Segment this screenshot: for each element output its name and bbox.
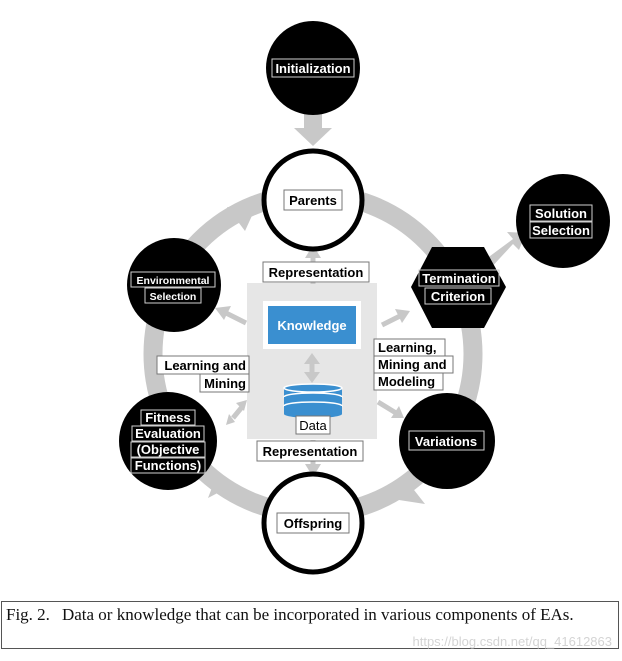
- evaluation-label: Evaluation: [135, 426, 201, 441]
- arrow-fitness-double: [226, 400, 247, 425]
- representation-bottom-label-group: Representation: [256, 440, 364, 462]
- learning-mining-left-group: Learning and Mining: [156, 355, 250, 393]
- offspring-label: Offspring: [284, 516, 343, 531]
- termination-criterion-node: Termination Criterion: [411, 247, 506, 328]
- learning-mining-modeling-right-group: Learning, Mining and Modeling: [373, 338, 454, 391]
- arrow-to-variations: [376, 399, 404, 418]
- learning-and-label: Learning and: [164, 358, 246, 373]
- fitness-label: Fitness: [145, 410, 191, 425]
- learning-comma-label: Learning,: [378, 340, 437, 355]
- mining-and-label: Mining and: [378, 357, 447, 372]
- objective-label: (Objective: [137, 442, 200, 457]
- caption-figure-number: Fig. 2.: [6, 605, 50, 624]
- knowledge-data-arrow-down: [304, 372, 320, 383]
- ring-arrow-upper-left: [227, 207, 255, 231]
- modeling-label: Modeling: [378, 374, 435, 389]
- figure-caption: Fig. 2. Data or knowledge that can be inc…: [1, 601, 619, 649]
- env-selection-label: Selection: [150, 291, 197, 303]
- database-icon: [283, 383, 343, 418]
- ea-knowledge-diagram: Knowledge Data: [119, 21, 610, 575]
- initialization-label: Initialization: [275, 61, 350, 76]
- ring-arrow-lower-right: [399, 481, 425, 504]
- parents-node: Parents: [261, 148, 365, 252]
- initialization-node: Initialization: [266, 21, 360, 115]
- offspring-node: Offspring: [261, 471, 365, 575]
- knowledge-data-arrow-up: [304, 353, 320, 364]
- solution-label: Solution: [535, 206, 587, 221]
- representation-top-label-group: Representation: [262, 261, 370, 283]
- solution-selection-node: Solution Selection: [516, 174, 610, 268]
- knowledge-label: Knowledge: [277, 318, 346, 333]
- representation-bottom-label: Representation: [263, 444, 358, 459]
- solution-arrow: [482, 232, 526, 271]
- caption-text: Data or knowledge that can be incorporat…: [61, 605, 574, 624]
- fitness-evaluation-node: Fitness Evaluation (Objective Functions): [119, 392, 217, 490]
- environmental-label: Environmental: [137, 275, 210, 287]
- ring-arrow-lower-left: [208, 472, 231, 498]
- arrow-to-termination: [380, 309, 410, 328]
- environmental-selection-node: Environmental Selection: [127, 238, 221, 332]
- functions-label: Functions): [135, 458, 201, 473]
- knowledge-box: [268, 306, 356, 344]
- termination-label: Termination: [422, 271, 495, 286]
- init-arrow-head: [294, 128, 332, 146]
- watermark: https://blog.csdn.net/qq_41612863: [412, 634, 613, 649]
- data-label: Data: [299, 418, 327, 433]
- parents-label: Parents: [289, 193, 337, 208]
- criterion-label: Criterion: [431, 289, 485, 304]
- variations-node: Variations: [399, 393, 495, 489]
- variations-label: Variations: [415, 434, 477, 449]
- mining-label: Mining: [204, 376, 246, 391]
- representation-top-label: Representation: [269, 265, 364, 280]
- selection-label: Selection: [532, 223, 590, 238]
- init-arrow-shaft: [304, 112, 322, 130]
- arrow-to-environmental-selection: [215, 306, 248, 326]
- data-label-box: [295, 415, 331, 435]
